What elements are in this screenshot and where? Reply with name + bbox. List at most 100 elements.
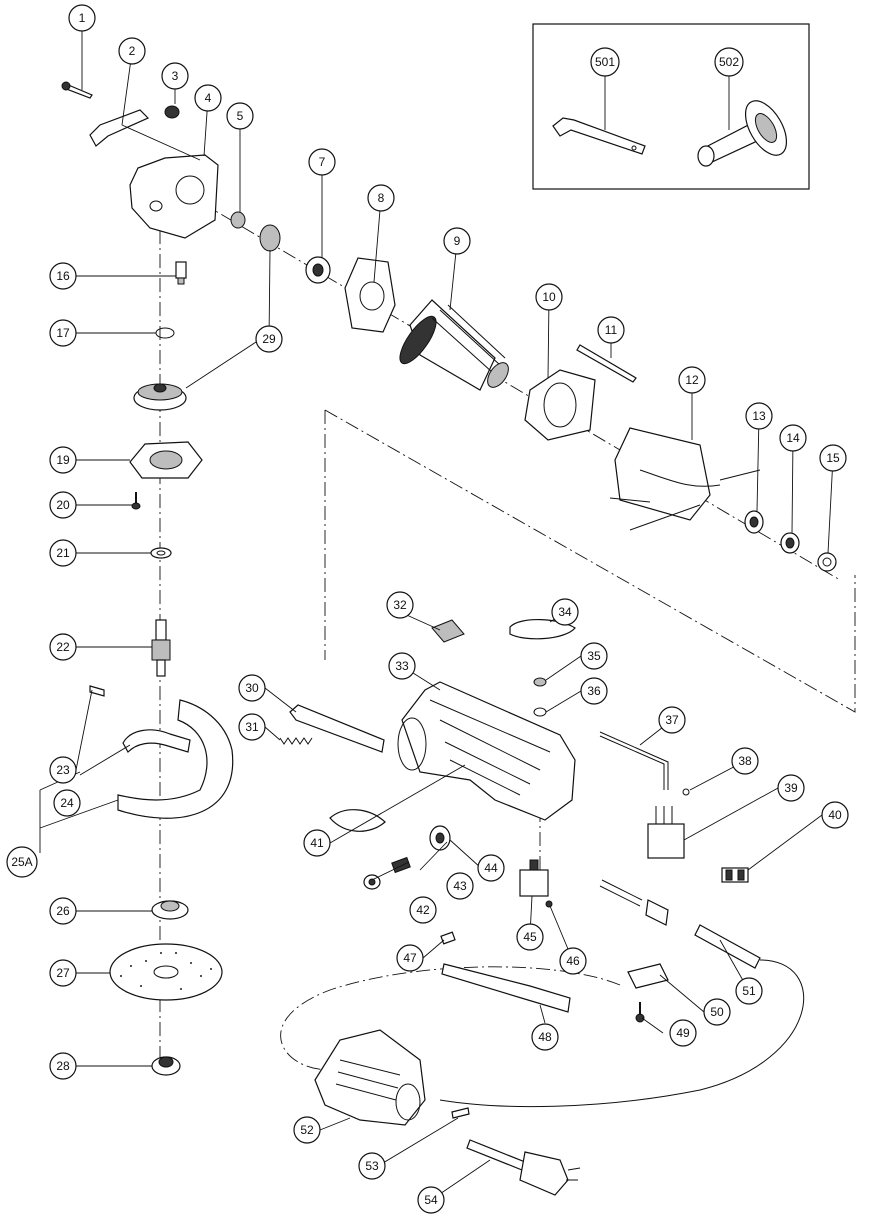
svg-text:20: 20 [56, 498, 70, 512]
callout-501: 501 [590, 47, 620, 77]
svg-text:5: 5 [237, 109, 244, 123]
callout-2: 2 [118, 37, 146, 65]
svg-text:34: 34 [558, 605, 572, 619]
svg-text:38: 38 [738, 754, 752, 768]
callout-44: 44 [477, 854, 505, 882]
svg-text:19: 19 [56, 453, 70, 467]
callout-29: 29 [255, 325, 283, 353]
housing-33 [397, 681, 576, 821]
svg-text:52: 52 [300, 1123, 314, 1137]
svg-text:54: 54 [424, 1193, 438, 1207]
svg-text:42: 42 [416, 903, 430, 917]
nut-3 [164, 105, 180, 119]
callout-42: 42 [409, 896, 437, 924]
callout-31: 31 [238, 713, 266, 741]
callout-53: 53 [358, 1152, 386, 1180]
svg-text:26: 26 [56, 904, 70, 918]
axis-main [179, 189, 841, 581]
svg-text:39: 39 [784, 781, 798, 795]
callout-9: 9 [443, 227, 471, 255]
callout-45: 45 [516, 923, 544, 951]
svg-text:4: 4 [205, 91, 212, 105]
callout-28: 28 [49, 1052, 77, 1080]
switch-lever-30 [289, 704, 385, 753]
callout-13: 13 [745, 402, 773, 430]
svg-text:41: 41 [310, 836, 324, 850]
svg-text:45: 45 [523, 930, 537, 944]
svg-text:16: 16 [56, 269, 70, 283]
callout-52: 52 [293, 1116, 321, 1144]
cord-armor-48 [441, 963, 571, 1013]
svg-text:33: 33 [395, 659, 409, 673]
callout-11: 11 [597, 316, 625, 344]
callout-38: 38 [731, 747, 759, 775]
callout-1: 1 [68, 4, 96, 32]
bearing-7 [305, 256, 331, 284]
callout-39: 39 [777, 774, 805, 802]
bevel-gear [133, 383, 187, 411]
svg-text:8: 8 [378, 191, 385, 205]
svg-text:2: 2 [129, 44, 136, 58]
housing-plate-8 [344, 257, 396, 333]
callout-37: 37 [658, 706, 686, 734]
svg-text:35: 35 [587, 649, 601, 663]
callout-21: 21 [49, 539, 77, 567]
svg-text:51: 51 [742, 984, 756, 998]
wheel-nut-28 [151, 1056, 181, 1076]
svg-text:43: 43 [453, 879, 467, 893]
wrench-501 [552, 117, 646, 155]
svg-text:32: 32 [393, 598, 407, 612]
callout-47: 47 [396, 944, 424, 972]
callout-40: 40 [821, 801, 849, 829]
callout-51: 51 [735, 977, 763, 1005]
svg-text:40: 40 [828, 808, 842, 822]
brush-holder-44 [429, 825, 451, 851]
cord-51 [599, 879, 761, 969]
tail-cover-52 [314, 1029, 426, 1126]
svg-text:44: 44 [484, 861, 498, 875]
washer-21 [150, 547, 172, 559]
grinding-wheel-27 [109, 943, 223, 1001]
callout-17: 17 [49, 319, 77, 347]
svg-text:53: 53 [365, 1159, 379, 1173]
stator-12 [609, 427, 761, 531]
callout-4: 4 [194, 84, 222, 112]
callout-25A: 25A [6, 846, 38, 878]
callout-50: 50 [703, 998, 731, 1026]
ring-13 [744, 510, 764, 534]
label-41 [329, 809, 386, 832]
callout-16: 16 [49, 262, 77, 290]
callout-34: 34 [551, 598, 579, 626]
internal-wire-37 [599, 731, 669, 790]
svg-text:9: 9 [454, 234, 461, 248]
svg-text:501: 501 [595, 55, 615, 69]
callout-30: 30 [238, 674, 266, 702]
callout-20: 20 [49, 491, 77, 519]
spring-31 [279, 737, 313, 745]
screw-20 [131, 492, 141, 510]
axis-cord [280, 966, 621, 1071]
svg-text:23: 23 [56, 763, 70, 777]
wheel-washer-26 [151, 900, 189, 920]
callout-502: 502 [714, 47, 744, 77]
svg-text:7: 7 [319, 155, 326, 169]
axis-frame [324, 409, 856, 713]
svg-text:49: 49 [676, 1026, 690, 1040]
bracket-2 [89, 109, 150, 147]
svg-text:29: 29 [262, 332, 276, 346]
callout-35: 35 [580, 642, 608, 670]
screw-53 [451, 1107, 470, 1119]
callout-10: 10 [535, 283, 563, 311]
spindle-22 [151, 619, 171, 677]
svg-text:47: 47 [403, 951, 417, 965]
svg-text:28: 28 [56, 1059, 70, 1073]
svg-text:11: 11 [605, 323, 618, 337]
fan-guide-10 [524, 369, 596, 441]
callout-27: 27 [49, 959, 77, 987]
plug-54 [466, 1139, 581, 1196]
screw-1 [61, 81, 93, 99]
armature-9 [399, 299, 509, 391]
svg-text:46: 46 [566, 954, 580, 968]
callout-8: 8 [367, 184, 395, 212]
